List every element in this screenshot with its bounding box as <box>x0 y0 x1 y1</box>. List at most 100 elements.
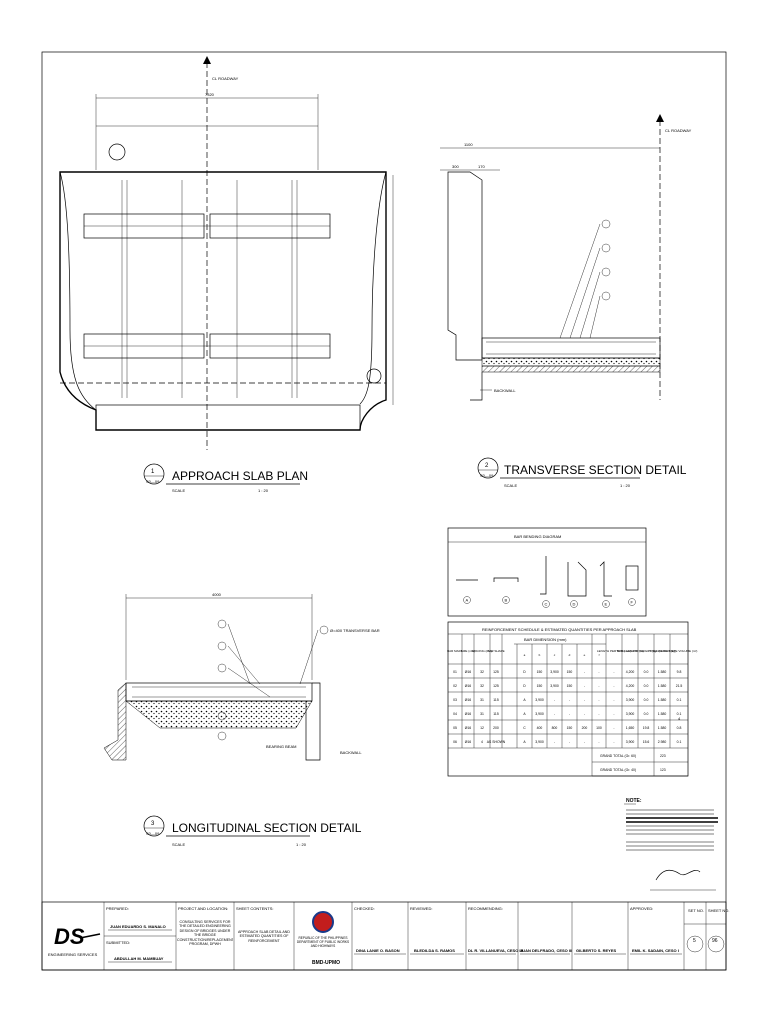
schedule-cell: A <box>523 712 526 716</box>
bar-shape-f: F <box>631 600 634 605</box>
schedule-cell: Ø16 <box>465 740 472 744</box>
prepared-name: JUAN EDUARDO S. MANALO <box>110 924 166 929</box>
schedule-cell: 32 <box>480 684 484 688</box>
schedule-cell: 800 <box>552 726 558 730</box>
schedule-cell: - <box>584 712 585 716</box>
bar-mark: 05 <box>453 726 457 730</box>
long-number: 3 <box>151 821 155 827</box>
recommending-label: RECOMMENDING: <box>468 906 503 911</box>
bar-mark: 01 <box>453 670 457 674</box>
schedule-cell: 0.1 <box>677 698 682 702</box>
schedule-cell: 2.980 <box>658 740 667 744</box>
sheet-no-label: SHEET NO. <box>708 908 730 913</box>
checked-name: DINA LANIE O. BASON <box>356 948 400 953</box>
grand-total-label: GRAND TOTAL (Gr. 60) <box>600 754 636 758</box>
transverse-sheet-ref: S0—09 <box>480 473 494 478</box>
schedule-cell: D <box>523 670 526 674</box>
schedule-cell: - <box>554 712 555 716</box>
transverse-section-detail: CL ROADWAY 1100 300 170 BACKWALL 2 S0—09… <box>440 114 692 488</box>
schedule-cell: 4 <box>481 740 483 744</box>
schedule-cell: - <box>598 698 599 702</box>
schedule-cell: 200 <box>582 726 588 730</box>
schedule-cell: AS SHOWN <box>487 740 506 744</box>
transverse-dim-b: 300 <box>452 164 459 169</box>
schedule-cell: 400 <box>537 726 543 730</box>
long-backwall: BACKWALL <box>340 750 362 755</box>
schedule-cell: - <box>569 698 570 702</box>
schedule-grid <box>448 634 688 777</box>
schedule-header-cell: d <box>569 653 571 657</box>
schedule-header-cell: SIZE (mm) <box>461 649 476 653</box>
recommending-name-2: JUAN DELFRADO, CESO III <box>520 948 572 953</box>
schedule-header-cell: CONCRETE VOLUME (m³) <box>661 649 698 653</box>
schedule-cell: - <box>584 670 585 674</box>
schedule-cell: 15.6 <box>643 740 650 744</box>
schedule-header-cell: TOTAL LENGTH (m) <box>616 649 644 653</box>
longitudinal-section-detail: 4000 Ø=400 TRANSVERSE BAR BEARING BEAM B… <box>103 592 380 847</box>
transverse-centerline-label: CL ROADWAY <box>665 128 692 133</box>
long-scale-label: SCALE <box>172 842 185 847</box>
transverse-scale-label: SCALE <box>504 483 517 488</box>
schedule-cell: - <box>569 740 570 744</box>
schedule-cell: Ø16 <box>465 698 472 702</box>
bar-bending-diagram: BAR BENDING DIAGRAM A B C D E F <box>447 527 647 617</box>
set-no-label: SET NO. <box>688 908 704 913</box>
long-title: LONGITUDINAL SECTION DETAIL <box>172 821 362 835</box>
schedule-cell: 0.0 <box>644 712 649 716</box>
long-scale: 1 : 20 <box>296 842 307 847</box>
schedule-cell: - <box>598 712 599 716</box>
schedule-cell: 3,900 <box>550 684 559 688</box>
plan-dim-total: 7320 <box>205 92 215 97</box>
schedule-title: REINFORCEMENT SCHEDULE & ESTIMATED QUANT… <box>482 627 637 632</box>
bar-shape-d: D <box>573 602 576 607</box>
schedule-header-cell: UNIT WEIGHT (kg/m) <box>631 649 660 653</box>
title-block: DS ENGINEERING SERVICES PREPARED: JUAN E… <box>41 901 730 971</box>
set-no-value: 5 <box>693 938 696 944</box>
transverse-dim-c: 170 <box>478 164 485 169</box>
schedule-cell: 3,900 <box>535 740 544 744</box>
schedule-cell: - <box>613 670 614 674</box>
schedule-cell: 3,900 <box>626 740 635 744</box>
prepared-label: PREPARED: <box>106 906 129 911</box>
reviewed-label: REVIEWED: <box>410 906 432 911</box>
schedule-cell: 150 <box>567 726 573 730</box>
schedule-cell: 9.8 <box>677 670 682 674</box>
grand-total-value: 223 <box>660 754 666 758</box>
schedule-cell: Ø16 <box>465 712 472 716</box>
schedule-cell: 200 <box>493 726 499 730</box>
schedule-header-cell: LENGTH PER BAR (mm) <box>597 649 631 653</box>
schedule-cell: A <box>523 698 526 702</box>
bar-shape-a: A <box>466 598 469 603</box>
schedule-cell: Ø16 <box>465 726 472 730</box>
schedule-cell: - <box>613 698 614 702</box>
schedule-cell: Ø16 <box>465 670 472 674</box>
schedule-cell: 0.8 <box>677 726 682 730</box>
schedule-header-cell: c <box>554 653 556 657</box>
schedule-cell: 100 <box>596 726 602 730</box>
schedule-cell: 4,200 <box>626 684 635 688</box>
transverse-dim-a: 1100 <box>464 142 473 147</box>
project-label: PROJECT AND LOCATION: <box>178 906 228 911</box>
plan-centerline-label: CL ROADWAY <box>212 76 239 81</box>
notes-title: NOTE: <box>626 798 642 804</box>
schedule-cell: 1,650 <box>626 726 635 730</box>
contents-label: SHEET CONTENTS: <box>236 906 274 911</box>
schedule-cell: - <box>613 684 614 688</box>
schedule-cell: C <box>523 726 526 730</box>
schedule-cell: Ø16 <box>465 684 472 688</box>
schedule-cell: - <box>598 684 599 688</box>
sheet-no-value: 96 <box>712 938 718 944</box>
bar-mark: 04 <box>453 712 457 716</box>
schedule-cell: 3,900 <box>535 698 544 702</box>
schedule-cell: 0.1 <box>677 712 682 716</box>
agency-name: REPUBLIC OF THE PHILIPPINES DEPARTMENT O… <box>296 936 350 948</box>
schedule-cell: - <box>584 684 585 688</box>
schedule-cell: 0.1 <box>677 740 682 744</box>
approval-signature <box>655 869 701 881</box>
schedule-cell: 3,900 <box>535 712 544 716</box>
